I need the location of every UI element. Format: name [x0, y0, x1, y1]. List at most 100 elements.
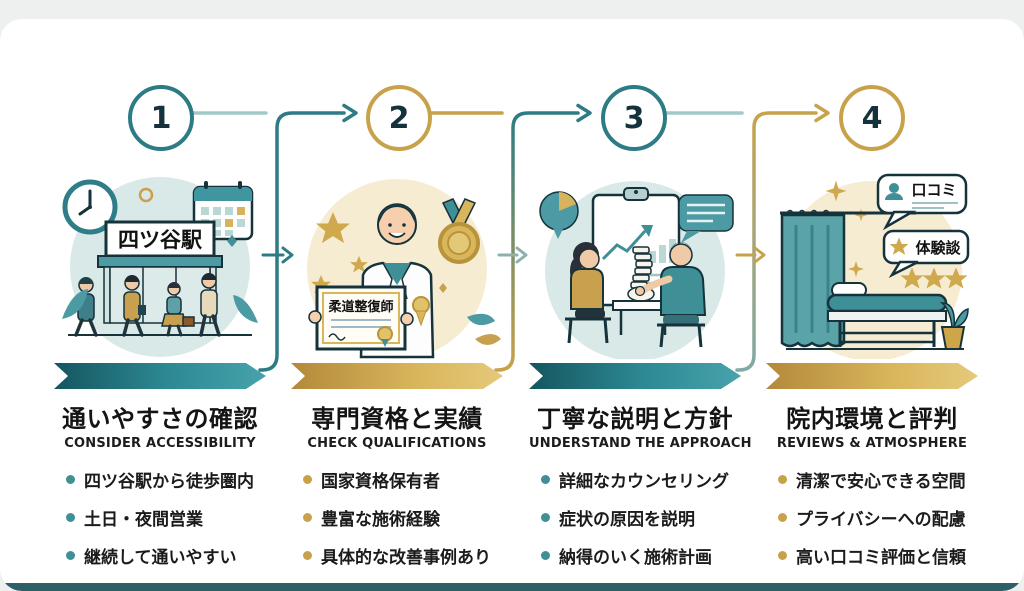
bullet-dot — [66, 475, 75, 484]
clock-icon — [62, 179, 118, 235]
bullet-text: 国家資格保有者 — [321, 472, 440, 492]
deco-ring — [138, 187, 154, 203]
bullet-item: 高い口コミ評価と信頼 — [778, 543, 978, 568]
treatment-bed — [826, 282, 948, 347]
testimonial-bubble: 体験談 — [882, 229, 970, 279]
bullet-dot — [778, 475, 787, 484]
step-number: 3 — [623, 100, 645, 136]
illustration-station: 四ツ谷駅 — [54, 167, 266, 359]
bullet-text: 詳細なカウンセリング — [559, 472, 729, 492]
speech-bubble-icon — [678, 194, 734, 243]
mid-arrow-2-3 — [497, 246, 528, 264]
bullet-dot — [303, 475, 312, 484]
bullet-dot — [303, 513, 312, 522]
bullet-list: 四ツ谷駅から徒歩圏内 土日・夜間営業 継続して通いやすい — [54, 467, 266, 568]
station-sign-label: 四ツ谷駅 — [118, 228, 203, 252]
bullet-text: 豊富な施術経験 — [321, 510, 440, 530]
bullet-dot — [303, 551, 312, 560]
step-banner — [54, 363, 266, 389]
bullet-item: 継続して通いやすい — [66, 543, 266, 568]
bullet-item: 詳細なカウンセリング — [541, 467, 741, 492]
step-banner — [766, 363, 978, 389]
deco-diamond — [227, 235, 237, 247]
review-bubble: 口コミ — [876, 173, 968, 231]
bullet-dot — [778, 513, 787, 522]
step-circle-3: 3 — [601, 85, 667, 151]
person-4 — [199, 273, 221, 337]
step-column-qualifications: 柔道整復師 専門資格と実績 CHECK QUALIFICATIONS 国家資格保… — [291, 167, 503, 581]
bullet-dot — [66, 551, 75, 560]
step-column-approach: 丁寧な説明と方針 UNDERSTAND THE APPROACH 詳細なカウンセ… — [529, 167, 752, 581]
step-title: 丁寧な説明と方針 — [537, 405, 733, 433]
step-circle-1: 1 — [128, 85, 194, 151]
review-bubble-label: 口コミ — [911, 181, 956, 199]
bullet-dot — [541, 551, 550, 560]
step-subtitle: REVIEWS & ATMOSPHERE — [776, 436, 968, 451]
leaf — [467, 313, 495, 326]
step-column-accessibility: 四ツ谷駅 — [54, 167, 266, 581]
deco-diamond — [439, 283, 447, 293]
bullet-list: 国家資格保有者 豊富な施術経験 具体的な改善事例あり — [291, 467, 503, 568]
illustration-counseling — [529, 167, 741, 361]
certificate-label: 柔道整復師 — [327, 299, 393, 315]
step-number: 2 — [388, 100, 410, 136]
bullet-dot — [541, 475, 550, 484]
arrowhead-into-circle3 — [576, 103, 592, 123]
step-subtitle: UNDERSTAND THE APPROACH — [529, 436, 752, 451]
bullet-item: 納得のいく施術計画 — [541, 543, 741, 568]
bullet-item: 国家資格保有者 — [303, 467, 503, 492]
bullet-text: 清潔で安心できる空間 — [796, 472, 966, 492]
bullet-text: 高い口コミ評価と信頼 — [796, 548, 966, 568]
bullet-text: 四ツ谷駅から徒歩圏内 — [84, 472, 254, 492]
illustration-certificate: 柔道整復師 — [291, 167, 503, 359]
bullet-item: 豊富な施術経験 — [303, 505, 503, 530]
bullet-item: 清潔で安心できる空間 — [778, 467, 978, 492]
bullet-text: 納得のいく施術計画 — [559, 548, 712, 568]
bullet-item: 四ツ谷駅から徒歩圏内 — [66, 467, 266, 492]
bullet-text: プライバシーへの配慮 — [796, 510, 966, 530]
certificate: 柔道整復師 — [308, 285, 414, 351]
arrowhead-into-circle2 — [342, 103, 358, 123]
step-title: 通いやすさの確認 — [62, 405, 258, 433]
medal-icon — [438, 198, 480, 264]
testimonial-bubble-label: 体験談 — [915, 239, 961, 257]
leaf-right — [233, 295, 258, 323]
arrowhead-into-circle4 — [814, 103, 830, 123]
mid-arrow-3-4 — [735, 246, 766, 264]
leaf — [475, 334, 501, 345]
plant — [939, 302, 969, 350]
pie-chart-icon — [539, 191, 579, 239]
mid-arrow-1-2 — [261, 246, 294, 264]
step-number: 4 — [861, 100, 883, 136]
bullet-item: 症状の原因を説明 — [541, 505, 741, 530]
step-subtitle: CHECK QUALIFICATIONS — [307, 436, 487, 451]
person-3 — [161, 282, 195, 337]
bullet-dot — [66, 513, 75, 522]
step-banner — [529, 363, 741, 389]
step-title: 専門資格と実績 — [311, 405, 483, 433]
bullet-text: 土日・夜間営業 — [84, 510, 203, 530]
bullet-text: 具体的な改善事例あり — [321, 548, 491, 568]
step-circle-4: 4 — [839, 85, 905, 151]
bullet-text: 症状の原因を説明 — [559, 510, 695, 530]
bullet-item: 土日・夜間営業 — [66, 505, 266, 530]
illustration-clinic-room: 口コミ 体験談 — [766, 167, 978, 361]
bullet-list: 詳細なカウンセリング 症状の原因を説明 納得のいく施術計画 — [529, 467, 741, 568]
step-title: 院内環境と評判 — [786, 405, 958, 433]
step-banner — [291, 363, 503, 389]
step-circle-2: 2 — [366, 85, 432, 151]
bullet-list: 清潔で安心できる空間 プライバシーへの配慮 高い口コミ評価と信頼 — [766, 467, 978, 568]
step-subtitle: CONSIDER ACCESSIBILITY — [64, 436, 256, 451]
practitioner — [634, 242, 707, 348]
step-number: 1 — [150, 100, 172, 136]
infographic-card: 1 2 3 4 — [0, 19, 1024, 591]
patient — [565, 242, 611, 344]
bullet-dot — [778, 551, 787, 560]
bullet-item: 具体的な改善事例あり — [303, 543, 503, 568]
step-column-reviews: 口コミ 体験談 院内環境と評判 REVIEWS & ATMOSPHERE — [766, 167, 978, 581]
bullet-text: 継続して通いやすい — [84, 548, 237, 568]
bullet-item: プライバシーへの配慮 — [778, 505, 978, 530]
person-icon — [889, 183, 899, 193]
bottom-accent-bar — [0, 583, 1024, 591]
person-2 — [122, 275, 146, 337]
